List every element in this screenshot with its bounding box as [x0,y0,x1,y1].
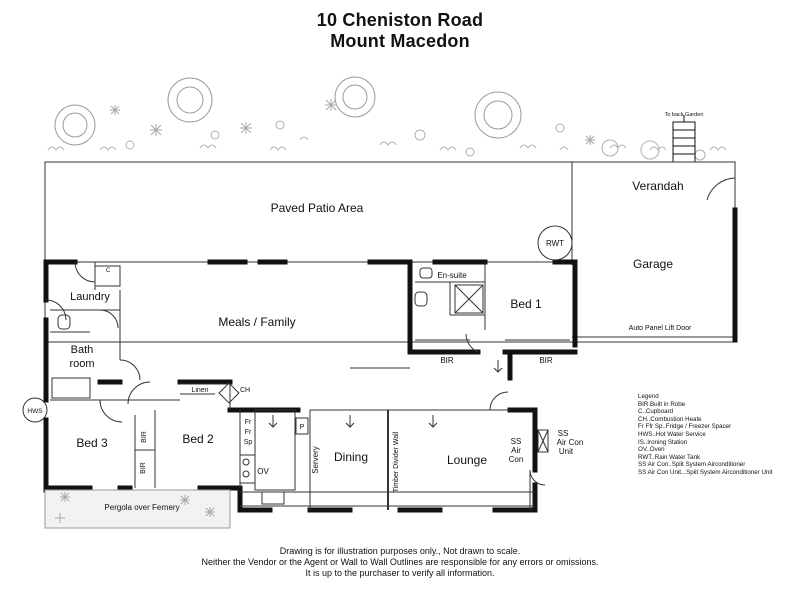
pergola-fernery [44,489,231,529]
fridge-label-1: Fr [245,419,252,426]
bir-bed1b-label: BIR [539,356,553,365]
legend-item: C..Cupboard [638,408,674,416]
bathroom-label-2: room [69,358,94,370]
arrow-markers [268,360,503,428]
interior-lines [50,262,570,510]
combustion-heater-icon [218,382,240,404]
garage-label: Garage [633,257,673,271]
en-suite-label: En-suite [437,271,467,280]
combustion-heater-label: CH [240,387,250,394]
hot-water-service-icon [22,397,48,423]
legend-item: HWS..Hot Water Service [638,430,706,438]
meals-family-label: Meals / Family [218,315,295,329]
ss-air-con-label-3: Con [509,455,524,464]
address-line-1: 10 Cheniston Road [316,10,484,30]
bir-bed1-label: BIR [440,356,454,365]
auto-panel-door-label: Auto Panel Lift Door [629,325,692,332]
fridge-label-2: Fr [245,429,252,436]
lounge-label: Lounge [447,453,487,467]
oven-label: OV [257,467,269,476]
legend-item: SS Air Con Unit...Split System Aircondit… [638,468,773,476]
servery-label: Servery [311,446,320,474]
pergola-label: Pergola over Fernery [104,503,179,512]
to-back-garden-label: To back Garden [665,112,704,118]
disclaimer-line-1: Drawing is for illustration purposes onl… [279,546,521,556]
rain-water-tank-icon [537,225,573,261]
bir-bed3a-label: BIR [141,431,148,443]
verandah-label: Verandah [632,179,683,193]
garden-foliage [47,76,727,161]
fixtures [22,225,573,505]
fridge-label-3: Sp [244,439,253,446]
legend-item: CH..Combustion Heate [638,415,702,423]
linen-label: Linen [191,387,208,394]
pantry-label: P [300,424,305,431]
bed2-label: Bed 2 [182,432,214,446]
cupboard-label: C [106,268,111,274]
bed3-label: Bed 3 [76,436,108,450]
legend-item: IS..Ironing Station [638,438,688,446]
legend-item: Fr Ffr Sp..Fridge / Freezer Spacer [638,423,732,431]
legend-title: Legend [638,393,659,400]
disclaimer-line-2: Neither the Vendor or the Agent or Wall … [201,557,599,567]
ss-unit-label-3: Unit [559,447,574,456]
disclaimer-line-3: It is up to the purchaser to verify all … [305,568,495,578]
paved-patio-label: Paved Patio Area [271,201,364,215]
ss-air-con-label-2: Air [511,446,521,455]
back-steps [672,115,696,163]
hws-label: HWS [27,408,43,415]
ss-air-con-label-1: SS [511,437,522,446]
door-swings [45,261,546,486]
legend-item: SS Air Con..Split System Airconditioner [638,461,746,469]
legend-item: RWT..Rain Water Tank [638,453,701,461]
ss-unit-label-1: SS [558,429,569,438]
legend-item: BIR.Built in Robe [638,400,686,408]
bir-bed3b-label: BIR [140,462,147,474]
tree-icon [54,76,522,146]
dining-label: Dining [334,450,368,464]
legend-item: OV..Oven [638,446,665,454]
shrub-icon [110,99,595,145]
rwt-label: RWT [546,239,564,248]
ss-unit-label-2: Air Con [557,438,584,447]
bed1-label: Bed 1 [510,297,542,311]
address-line-2: Mount Macedon [330,31,470,51]
ground-cover [47,120,727,161]
walls [43,207,738,513]
bathroom-label-1: Bath [71,344,94,356]
verandah-door [706,177,736,206]
timber-divider-wall-label: Timber Divider Wall [393,431,400,492]
laundry-label: Laundry [70,291,110,303]
